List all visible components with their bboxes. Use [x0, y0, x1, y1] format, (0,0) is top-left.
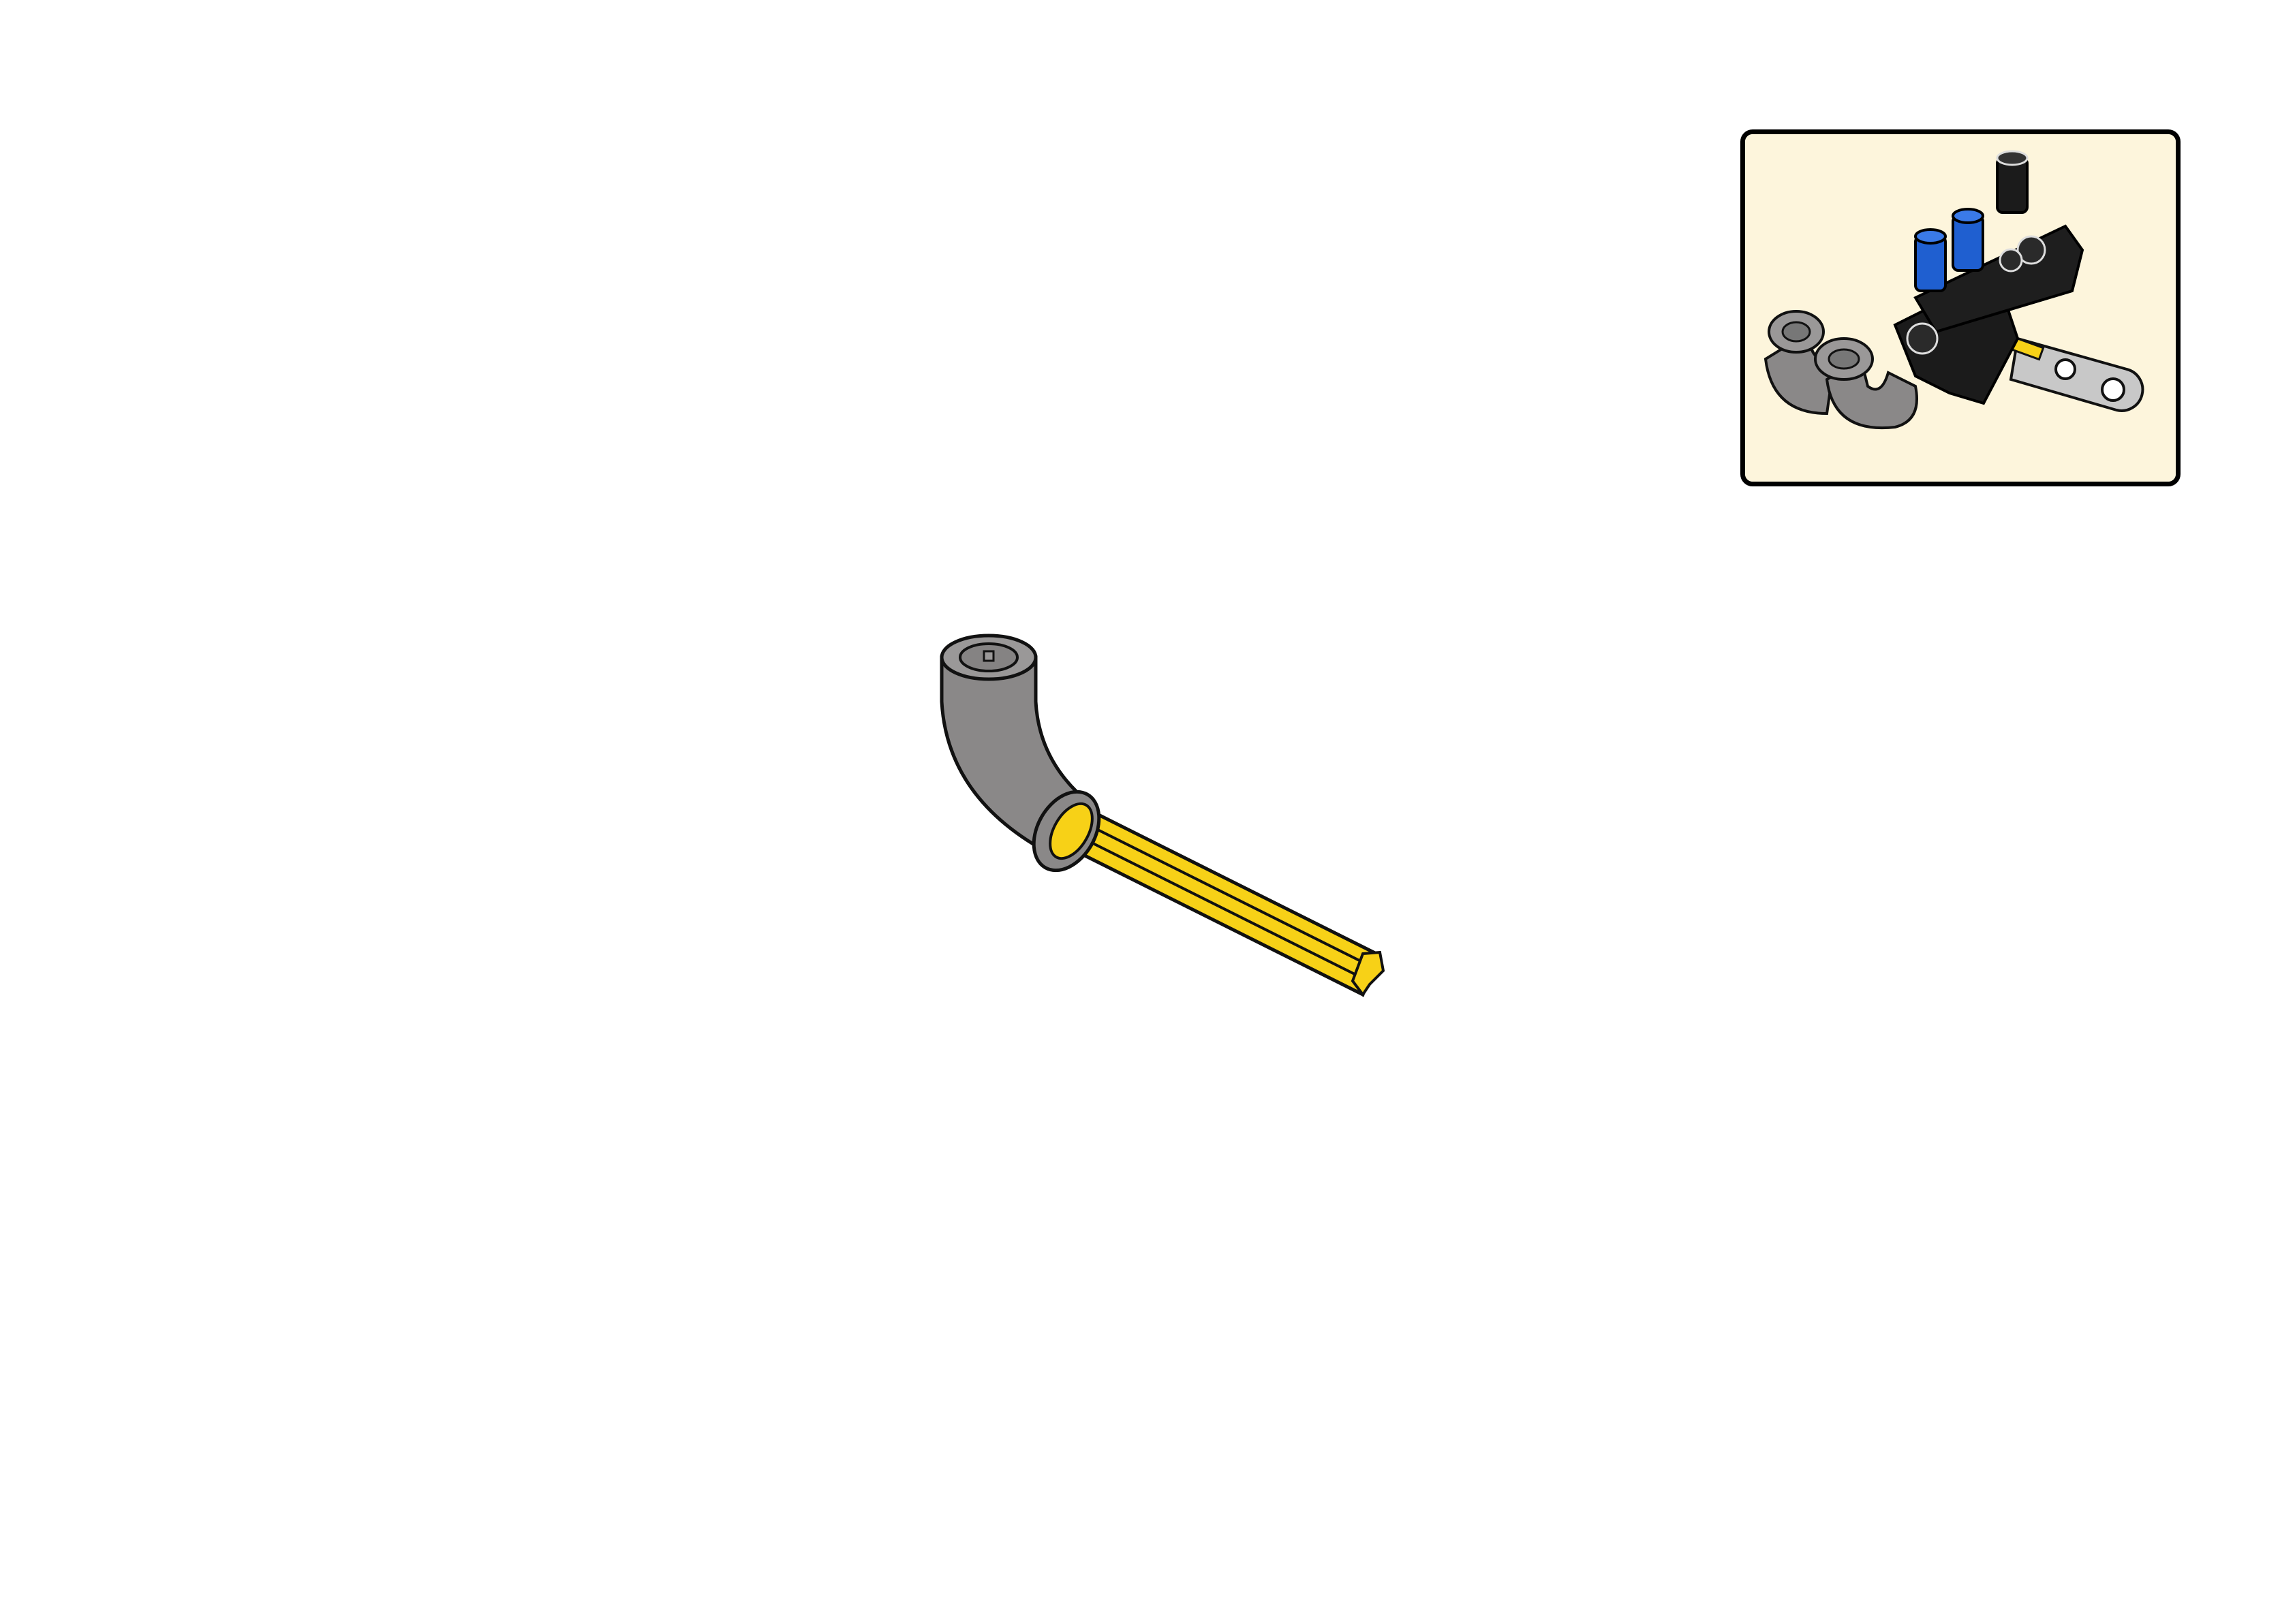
submodel-illustration — [1745, 134, 2176, 482]
beam-icon — [1893, 224, 2084, 405]
liftarm-icon — [2009, 337, 2144, 412]
blue-pin-icon — [1952, 208, 1984, 272]
blue-pin-icon — [1914, 228, 1947, 292]
hose-elbow-icon — [1763, 310, 1836, 416]
axle-icon — [1074, 808, 1385, 997]
black-pin-icon — [1996, 150, 2029, 214]
step-part — [927, 627, 1404, 1012]
submodel-callout — [1740, 129, 2181, 486]
hose-elbow-icon — [940, 634, 1101, 873]
hose-elbow-icon — [1814, 337, 1918, 430]
part-illustration — [940, 634, 1385, 997]
